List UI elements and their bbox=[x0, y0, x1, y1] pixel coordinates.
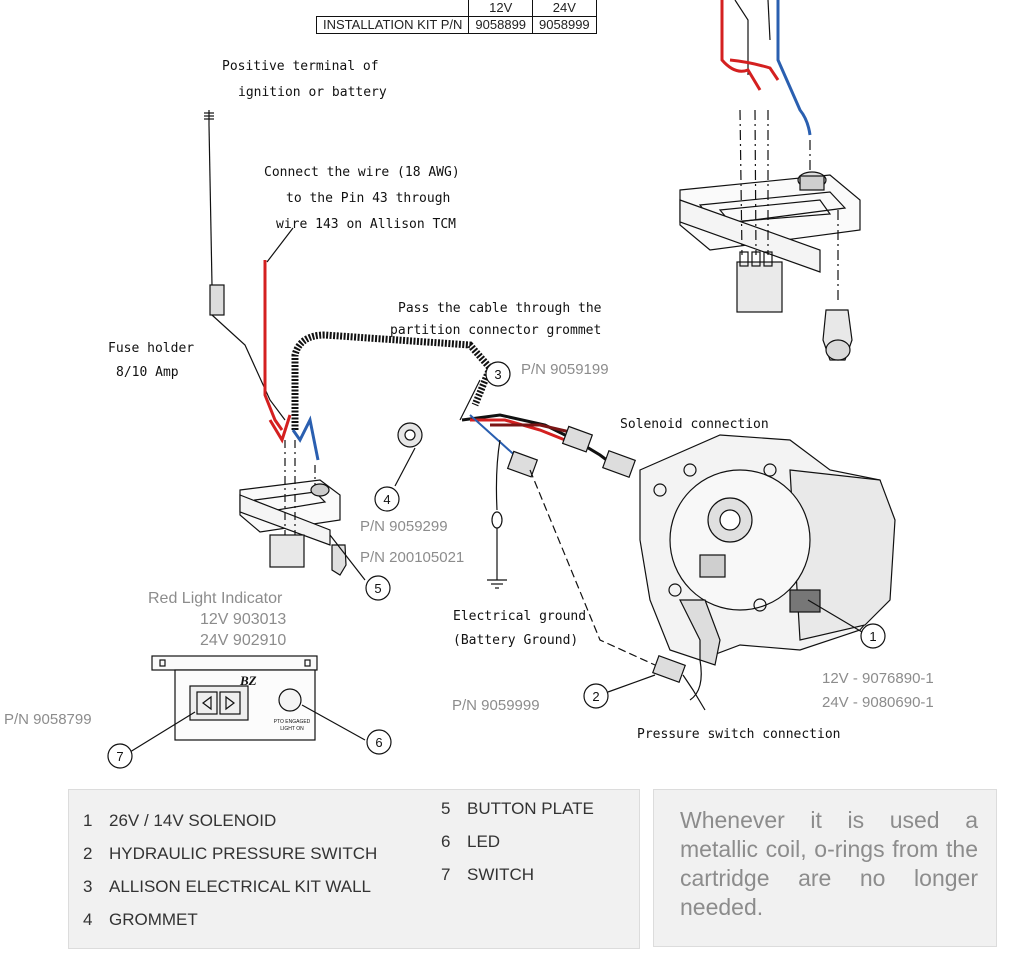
red-light-title: Red Light Indicator bbox=[148, 590, 283, 607]
callout-6: 6 bbox=[375, 735, 382, 750]
pn-pressure-switch: P/N 9059999 bbox=[452, 697, 540, 714]
metallic-coil-note: Whenever it is used a metallic coil, o-r… bbox=[653, 789, 997, 947]
red-light-24v: 24V 902910 bbox=[200, 632, 286, 649]
red-light-12v: 12V 903013 bbox=[200, 611, 286, 628]
solenoid-connection-label: Solenoid connection bbox=[620, 417, 769, 432]
bz-logo: BZ bbox=[239, 673, 257, 688]
positive-terminal-line1: Positive terminal of bbox=[222, 59, 379, 74]
pump-12v: 12V - 9076890-1 bbox=[822, 670, 934, 687]
kit-header-24v: 24V bbox=[532, 0, 597, 17]
kit-label: INSTALLATION KIT P/N bbox=[315, 16, 470, 34]
pn-plate: P/N 200105021 bbox=[360, 549, 464, 566]
kit-table-value-row: INSTALLATION KIT P/N 9058899 9058999 bbox=[315, 16, 597, 34]
electrical-ground-line1: Electrical ground bbox=[453, 609, 586, 624]
kit-table-header-row: 12V 24V bbox=[317, 0, 597, 17]
installation-kit-table: 12V 24V INSTALLATION KIT P/N 9058899 905… bbox=[315, 0, 597, 34]
button-plate-small bbox=[239, 440, 347, 576]
fuse-holder bbox=[204, 110, 286, 421]
button-plate-front-view bbox=[151, 655, 318, 741]
fuse-holder-line1: Fuse holder bbox=[108, 341, 194, 356]
callout-2: 2 bbox=[592, 689, 599, 704]
pn-switch: P/N 9058799 bbox=[4, 711, 92, 728]
pass-cable-line1: Pass the cable through the bbox=[398, 301, 602, 316]
pn-grommet: P/N 9059299 bbox=[360, 518, 448, 535]
kit-value-24v: 9058999 bbox=[532, 16, 597, 34]
fuse-holder-line2: 8/10 Amp bbox=[116, 365, 179, 380]
callout-7: 7 bbox=[116, 749, 123, 764]
enlarged-button-plate bbox=[679, 0, 861, 361]
positive-terminal-line2: ignition or battery bbox=[238, 85, 387, 100]
callout-4: 4 bbox=[383, 492, 390, 507]
led-label-line2: LIGHT ON bbox=[280, 726, 304, 732]
hydraulic-pump-motor bbox=[639, 434, 896, 701]
pass-cable-line2: partition connector grommet bbox=[390, 323, 601, 338]
pressure-switch-connection-label: Pressure switch connection bbox=[637, 727, 841, 742]
callout-5: 5 bbox=[374, 581, 381, 596]
connect-wire-line3: wire 143 on Allison TCM bbox=[276, 217, 456, 232]
callout-3: 3 bbox=[494, 367, 501, 382]
connect-wire-line2: to the Pin 43 through bbox=[286, 191, 450, 206]
pump-24v: 24V - 9080690-1 bbox=[822, 694, 934, 711]
connect-wire-line1: Connect the wire (18 AWG) bbox=[264, 165, 460, 180]
callout-1: 1 bbox=[869, 629, 876, 644]
electrical-ground-line2: (Battery Ground) bbox=[453, 633, 578, 648]
led-label-line1: PTO ENGAGED bbox=[274, 719, 311, 725]
pn-cable: P/N 9059199 bbox=[521, 361, 609, 378]
